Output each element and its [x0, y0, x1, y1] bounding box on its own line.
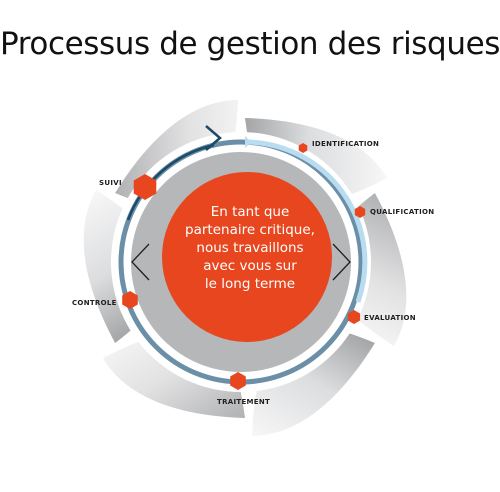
hexagon-marker-icon [347, 310, 361, 324]
hexagon-marker-icon [133, 174, 157, 200]
center-line: le long terme [204, 276, 296, 292]
step-marker-suivi [133, 174, 157, 200]
step-label-qualification: QUALIFICATION [370, 208, 434, 216]
arrow-right-icon [205, 125, 222, 151]
step-label-identification: IDENTIFICATION [312, 140, 379, 148]
hexagon-marker-icon [354, 206, 366, 218]
step-marker-identification [298, 143, 308, 153]
center-line: nous travaillons [196, 240, 304, 256]
ring-highlight-arc [244, 139, 368, 303]
arrow-right-icon [245, 136, 251, 148]
center-line: avec vous sur [203, 258, 297, 274]
hexagon-marker-icon [298, 143, 308, 153]
center-message: En tant que partenaire critique, nous tr… [176, 203, 324, 293]
step-label-controle: CONTROLE [72, 299, 117, 307]
chevron-right-icon[interactable] [332, 243, 351, 281]
hexagon-marker-icon [122, 291, 138, 309]
step-label-suivi: SUIVI [99, 179, 122, 187]
hexagon-marker-icon [230, 372, 246, 390]
step-marker-traitement [230, 372, 246, 390]
center-disc [162, 172, 332, 342]
chevron-left-icon[interactable] [131, 243, 150, 281]
step-marker-qualification [354, 206, 366, 218]
step-marker-controle [122, 291, 138, 309]
center-line: En tant que [210, 204, 290, 220]
direction-arc [126, 143, 215, 221]
page-title: Processus de gestion des risques [0, 26, 500, 62]
center-line: partenaire critique, [185, 222, 315, 238]
step-label-traitement: TRAITEMENT [217, 398, 270, 406]
step-label-evaluation: EVALUATION [364, 314, 416, 322]
step-marker-evaluation [347, 310, 361, 324]
